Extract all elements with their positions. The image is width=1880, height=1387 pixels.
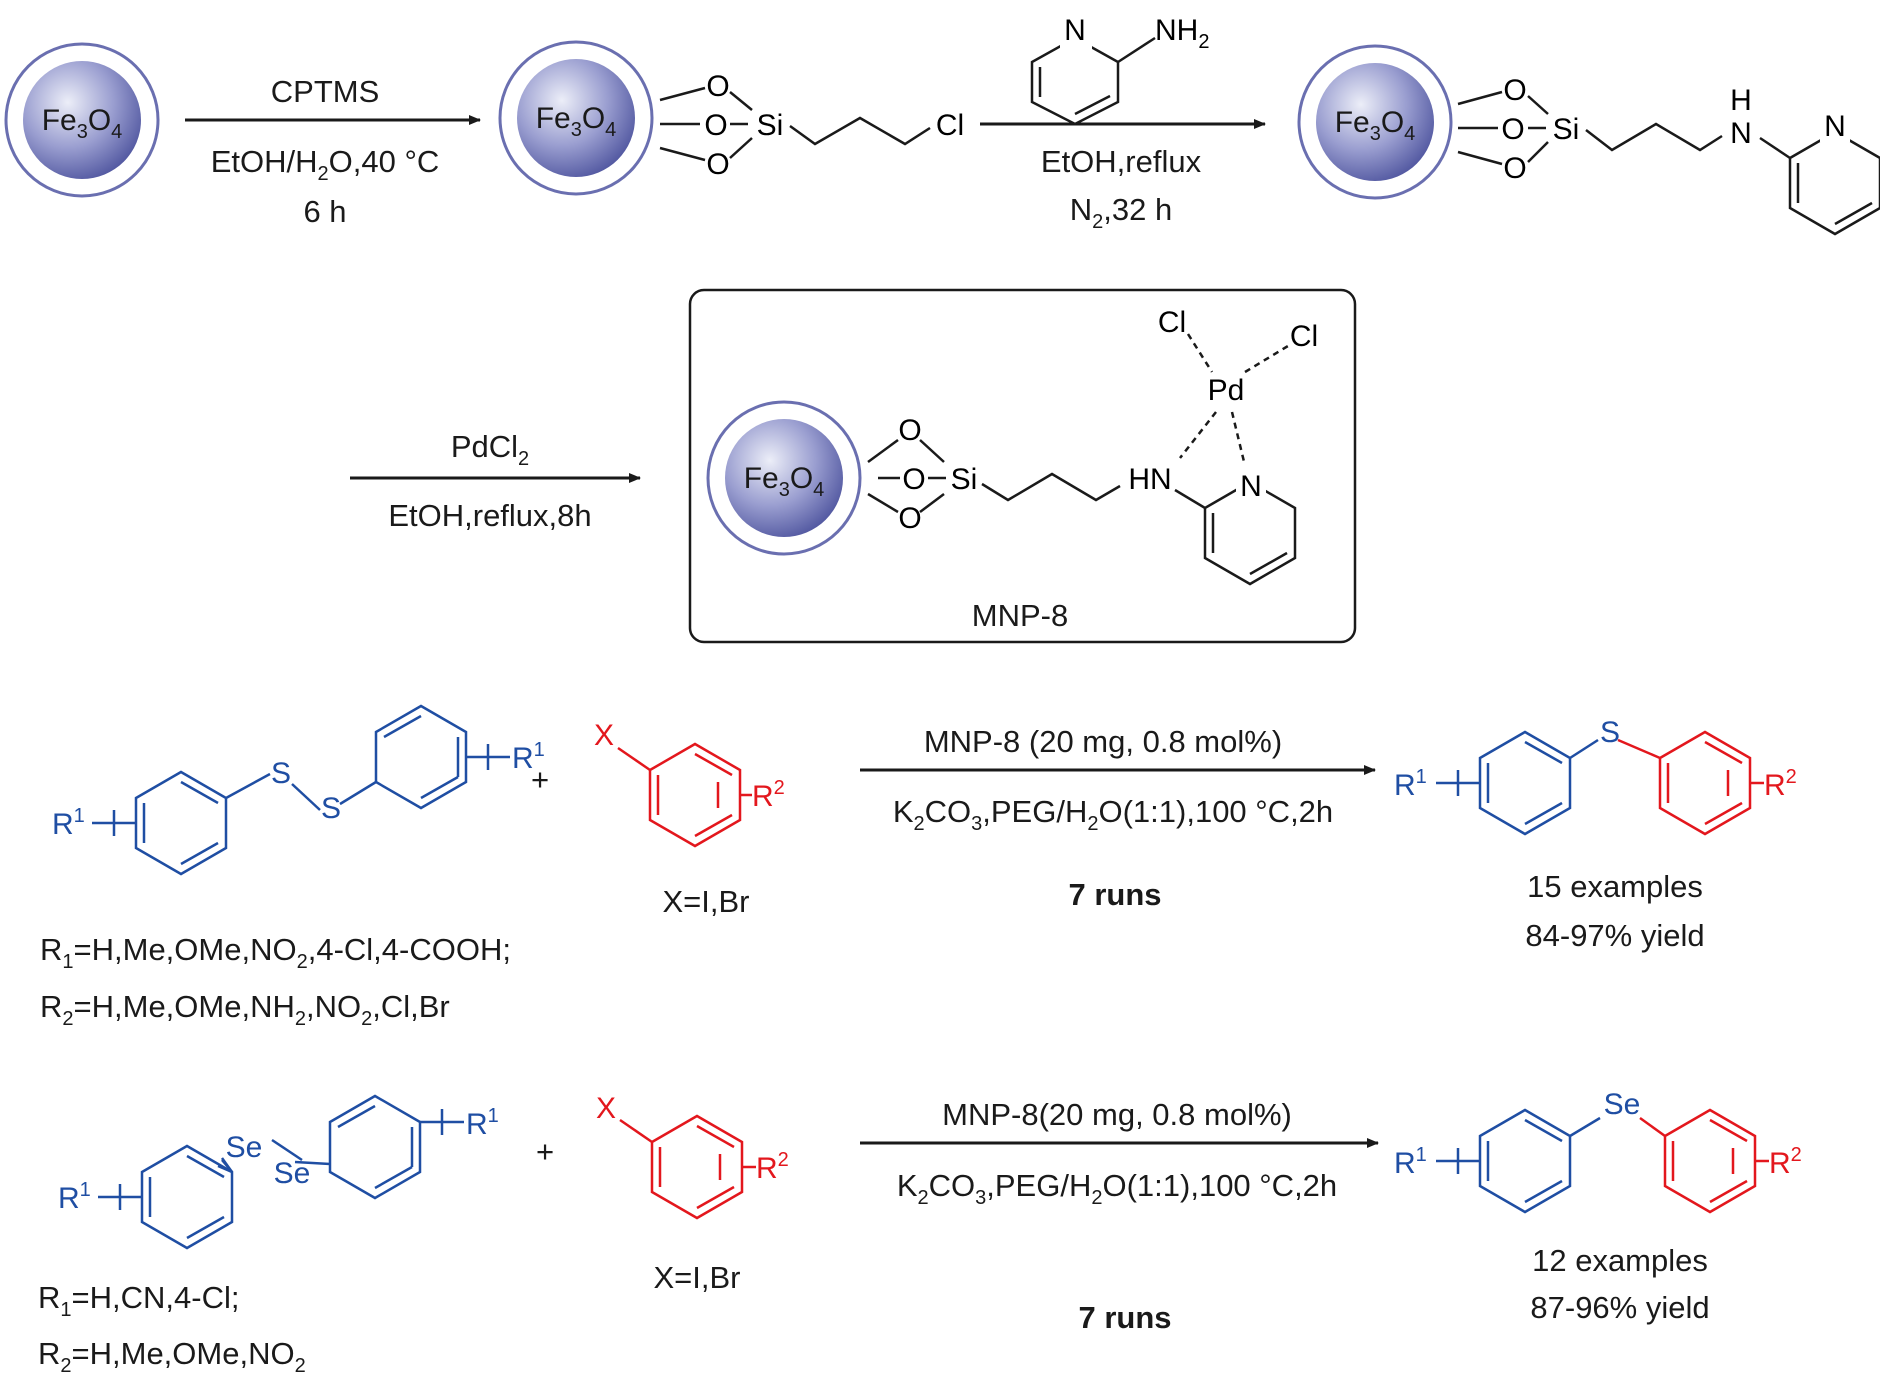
reaction1-runs: 7 runs [1068, 877, 1161, 912]
r1-scope: R1=H,CN,4-Cl; [38, 1280, 239, 1321]
reaction1-conditions: K2CO3,PEG/H2O(1:1),100 °C,2h [893, 794, 1333, 835]
atom-cl: Cl [936, 109, 964, 142]
plus-sign: + [531, 762, 549, 797]
catalyst-linker-structure [867, 438, 1297, 586]
atom-o: O [1503, 152, 1526, 185]
step3-reagent: PdCl2 [451, 429, 529, 470]
diaryl-disulfide-structure [92, 704, 510, 876]
r1-substituent: R1 [512, 739, 545, 775]
atom-o: O [1503, 74, 1526, 107]
atom-n: N [1064, 14, 1086, 47]
pd-coordination-bonds [1179, 333, 1289, 471]
reaction1-catalyst-loading: MNP-8 (20 mg, 0.8 mol%) [924, 724, 1282, 759]
atom-n: N [1824, 110, 1846, 143]
reaction2-examples: 12 examples [1532, 1243, 1708, 1278]
diaryl-selenide-product-aryl2 [1639, 1108, 1769, 1214]
atom-cl: Cl [1158, 306, 1186, 339]
svg-text:Fe3O4: Fe3O4 [1335, 106, 1416, 145]
catalyst-name: MNP-8 [972, 598, 1068, 633]
r2-substituent: R2 [1764, 766, 1797, 802]
step1-reagent: CPTMS [271, 74, 380, 109]
svg-text:Fe3O4: Fe3O4 [744, 462, 825, 501]
x-definition: X=I,Br [653, 1260, 740, 1295]
atom-nh2: NH2 [1155, 14, 1209, 53]
atom-si: Si [1553, 113, 1580, 146]
r2-substituent: R2 [752, 777, 785, 813]
fe3o4-nanoparticle: Fe3O4 [706, 400, 862, 556]
reaction2-conditions: K2CO3,PEG/H2O(1:1),100 °C,2h [897, 1168, 1337, 1209]
atom-si: Si [951, 463, 978, 496]
atom-se: Se [226, 1131, 263, 1164]
atom-o: O [898, 414, 921, 447]
step2-solvent: EtOH,reflux [1041, 144, 1202, 179]
aryl-halide-structure [619, 1114, 756, 1220]
fe3o4-nanoparticle: Fe3O4 [1297, 44, 1453, 200]
r1-substituent: R1 [52, 805, 85, 841]
atom-n: N [1240, 470, 1262, 503]
atom-o: O [706, 70, 729, 103]
atom-o: O [898, 502, 921, 535]
atom-se: Se [274, 1157, 311, 1190]
atom-s: S [321, 792, 341, 825]
reaction1-yield: 84-97% yield [1525, 918, 1704, 953]
atom-si: Si [757, 109, 784, 142]
aminopyridine-structure [1030, 36, 1156, 126]
fe3o4-nanoparticle: Fe3O4 [4, 42, 160, 198]
step1-time: 6 h [303, 194, 346, 229]
r2-substituent: R2 [1769, 1144, 1802, 1180]
r2-substituent: R2 [756, 1149, 789, 1185]
atom-se: Se [1604, 1088, 1641, 1121]
diaryl-sulfide-product-aryl1 [1436, 730, 1599, 836]
svg-text:Fe3O4: Fe3O4 [536, 102, 617, 141]
atom-s: S [1600, 716, 1620, 749]
diaryl-diselenide-structure [98, 1094, 464, 1250]
atom-pd: Pd [1208, 374, 1245, 407]
r2-scope: R2=H,Me,OMe,NH2,NO2,Cl,Br [40, 989, 450, 1030]
diaryl-selenide-product-aryl1 [1436, 1108, 1601, 1214]
svg-text:Fe3O4: Fe3O4 [42, 104, 123, 143]
aryl-halide-structure [617, 742, 752, 848]
r1-substituent: R1 [466, 1105, 499, 1141]
r1-substituent: R1 [1394, 1144, 1427, 1180]
fe3o4-nanoparticle: Fe3O4 [498, 40, 654, 196]
reaction2-catalyst-loading: MNP-8(20 mg, 0.8 mol%) [942, 1097, 1292, 1132]
siloxane-linker-chloropropyl [659, 86, 931, 162]
r1-substituent: R1 [1394, 766, 1427, 802]
reaction1-examples: 15 examples [1527, 869, 1703, 904]
r1-substituent: R1 [58, 1179, 91, 1215]
x-definition: X=I,Br [662, 884, 749, 919]
plus-sign: + [536, 1134, 554, 1169]
atom-n: N [1730, 117, 1752, 150]
reaction2-runs: 7 runs [1078, 1300, 1171, 1335]
r2-scope: R2=H,Me,OMe,NO2 [38, 1336, 306, 1377]
atom-s: S [271, 757, 291, 790]
step3-conditions: EtOH,reflux,8h [388, 498, 591, 533]
atom-o: O [704, 109, 727, 142]
atom-h: H [1730, 84, 1752, 117]
diaryl-sulfide-product-aryl2 [1617, 730, 1764, 836]
atom-o: O [902, 463, 925, 496]
reaction2-yield: 87-96% yield [1530, 1290, 1709, 1325]
atom-o: O [1501, 113, 1524, 146]
step1-solvent: EtOH/H2O,40 °C [211, 144, 440, 185]
atom-x: X [596, 1092, 616, 1125]
atom-x: X [594, 719, 614, 752]
step2-atmosphere: N2,32 h [1070, 192, 1172, 233]
atom-hn: HN [1128, 463, 1171, 496]
atom-cl: Cl [1290, 320, 1318, 353]
catalyst-box [688, 288, 1357, 644]
r1-scope: R1=H,Me,OMe,NO2,4-Cl,4-COOH; [40, 932, 511, 973]
atom-o: O [706, 148, 729, 181]
